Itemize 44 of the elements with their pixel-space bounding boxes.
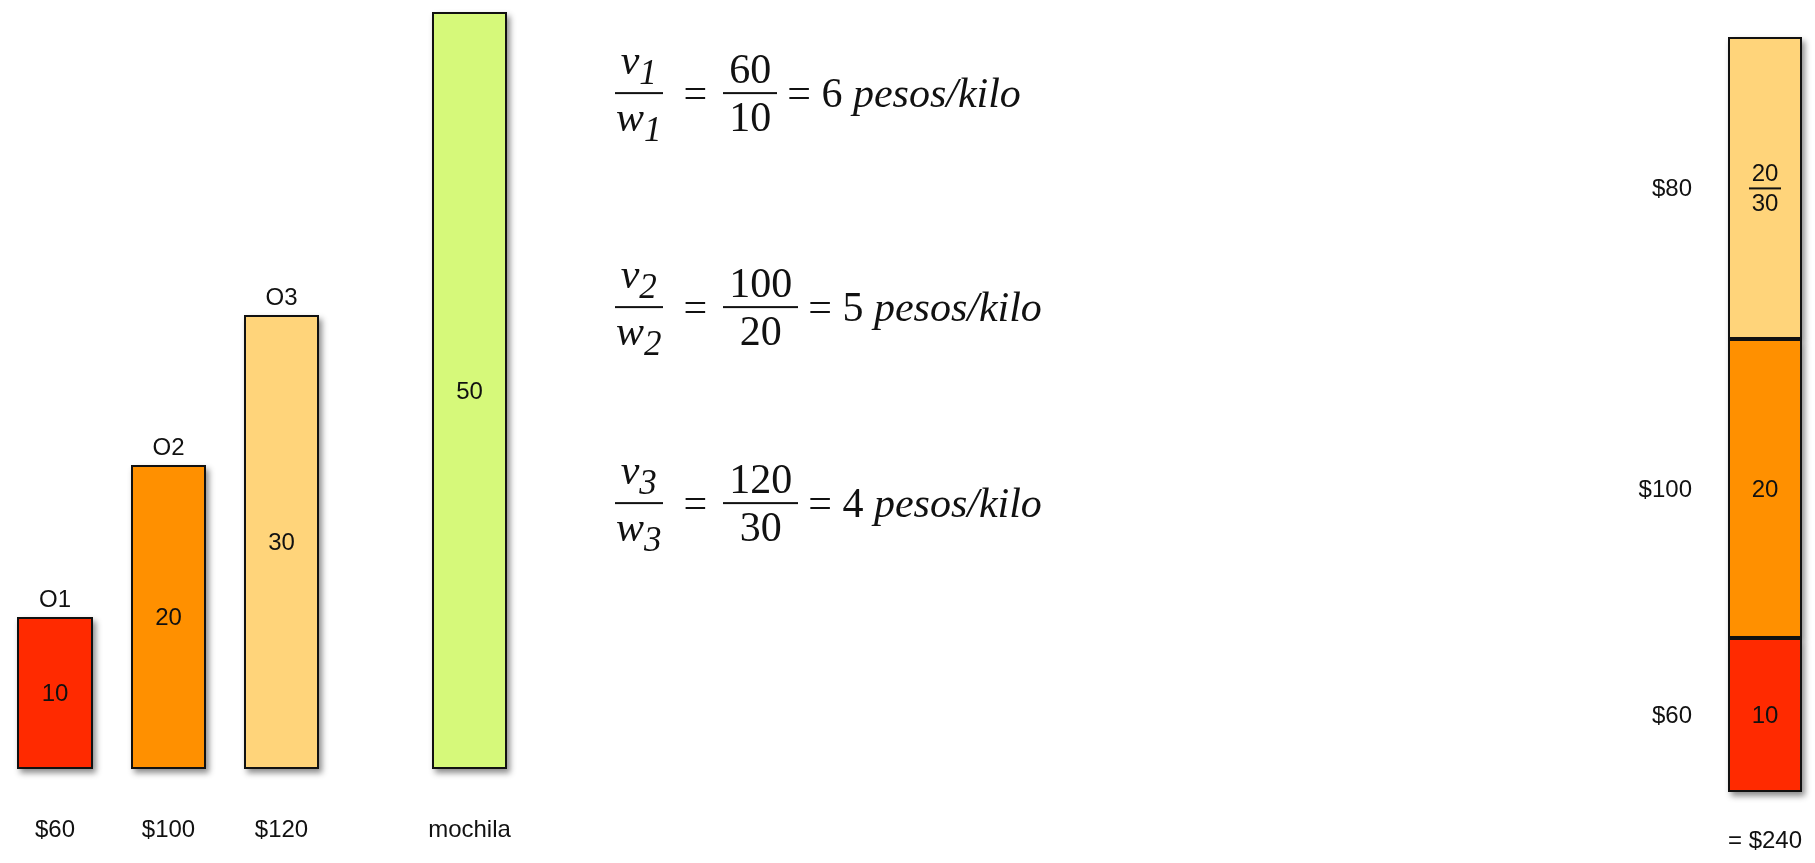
bar-heading: O3 xyxy=(265,283,298,311)
math-variable: v$_{2}$ xyxy=(614,251,663,308)
math-variable: w$_{1}$ xyxy=(615,94,663,149)
weight-value: 50 xyxy=(455,376,484,405)
math-number: 20 xyxy=(738,308,783,355)
total-label: = $240 xyxy=(1727,826,1803,854)
weight-value: 20 xyxy=(1750,474,1780,503)
price-label: $60 xyxy=(35,815,75,843)
bar-segment xyxy=(131,465,206,769)
bar-heading: O2 xyxy=(152,433,185,461)
equals-sign: = xyxy=(683,479,708,527)
math-expression: = 5 pesos/kilo xyxy=(808,283,1042,331)
math-number: 30 xyxy=(738,504,783,551)
math-expression: = 6 pesos/kilo xyxy=(787,69,1021,117)
price-label: $120 xyxy=(254,815,309,843)
price-label: mochila xyxy=(428,815,511,843)
equals-sign: = xyxy=(683,283,708,331)
weight-value: 30 xyxy=(267,528,296,556)
weight-value: 10 xyxy=(40,679,70,707)
bar-segment xyxy=(1728,37,1802,339)
weight-value: 10 xyxy=(1750,701,1780,729)
price-label: $100 xyxy=(141,815,196,843)
bar-segment xyxy=(432,12,507,769)
math-expression: = 4 pesos/kilo xyxy=(808,479,1042,527)
price-label: $80 xyxy=(1651,174,1692,202)
price-label: $100 xyxy=(1638,474,1692,503)
bar-segment xyxy=(1728,339,1802,638)
weight-value: 20 xyxy=(154,603,183,631)
bar-segment xyxy=(244,315,319,769)
bar-segment xyxy=(17,617,93,769)
math-variable: w$_{2}$ xyxy=(615,308,663,363)
fraction-denominator: 30 xyxy=(1751,189,1779,217)
math-number: 120 xyxy=(723,455,799,504)
bar-segment xyxy=(1728,638,1802,792)
math-variable: v$_{3}$ xyxy=(614,447,663,504)
math-variable: w$_{3}$ xyxy=(615,504,663,559)
fraction-numerator: 20 xyxy=(1748,159,1782,189)
math-number: 100 xyxy=(723,259,799,308)
bar-heading: O1 xyxy=(39,585,71,613)
price-label: $60 xyxy=(1651,701,1692,729)
equals-sign: = xyxy=(683,69,708,117)
math-number: 60 xyxy=(723,45,778,94)
math-number: 10 xyxy=(728,94,773,141)
math-variable: v$_{1}$ xyxy=(614,37,663,94)
